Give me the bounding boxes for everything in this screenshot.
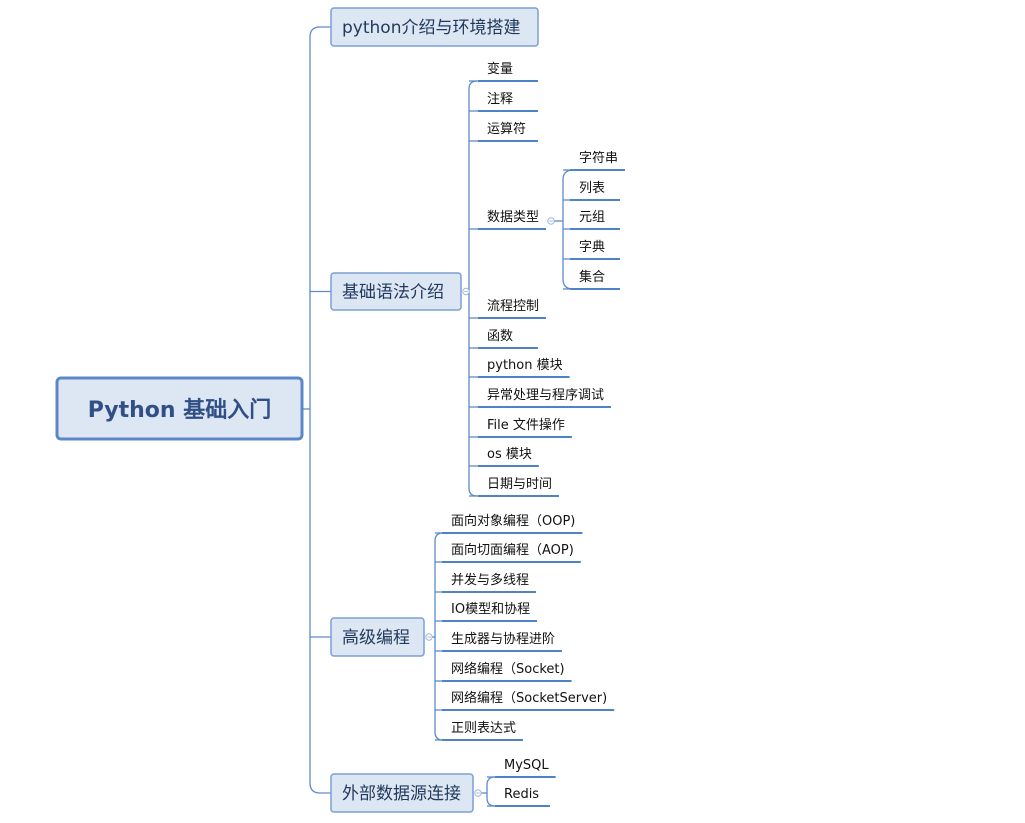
topic-3-0[interactable]: MySQL xyxy=(504,758,549,773)
subtopic-datatypes-0[interactable]: 字符串 xyxy=(579,150,618,166)
topic-1-2[interactable]: 运算符 xyxy=(487,121,526,137)
topic-2-6[interactable]: 网络编程（SocketServer) xyxy=(451,690,607,706)
root-title: Python 基础入门 xyxy=(88,397,272,423)
topic-2-3[interactable]: IO模型和协程 xyxy=(451,602,530,617)
connector-lines xyxy=(302,26,574,807)
branch-node-3[interactable] xyxy=(330,773,474,813)
branch-node-1[interactable] xyxy=(330,272,462,311)
topic-3-1[interactable]: Redis xyxy=(504,787,539,802)
topic-1-0[interactable]: 变量 xyxy=(487,61,513,77)
branch-trunk-3 xyxy=(486,776,496,807)
subtopic-datatypes-4[interactable]: 集合 xyxy=(579,269,605,285)
topic-2-1[interactable]: 面向切面编程（AOP) xyxy=(451,542,574,558)
branch-label-1: 基础语法介绍 xyxy=(342,283,444,303)
topic-1-4[interactable]: 流程控制 xyxy=(487,299,539,314)
root-node[interactable] xyxy=(55,376,304,441)
topic-1-6[interactable]: python 模块 xyxy=(487,358,563,373)
topic-2-7[interactable]: 正则表达式 xyxy=(451,721,516,736)
topic-1-10[interactable]: 日期与时间 xyxy=(487,477,552,492)
mind-map-nodes: Python 基础入门 python介绍与环境搭建基础语法介绍高级编程外部数据源连… xyxy=(55,7,626,813)
topic-1-8[interactable]: File 文件操作 xyxy=(487,417,565,433)
topic-1-7[interactable]: 异常处理与程序调试 xyxy=(487,388,604,403)
subtopic-datatypes-2[interactable]: 元组 xyxy=(579,210,605,225)
subtopic-datatypes-1[interactable]: 列表 xyxy=(579,181,605,196)
topic-2-0[interactable]: 面向对象编程（OOP) xyxy=(451,513,575,529)
topic-2-4[interactable]: 生成器与协程进阶 xyxy=(451,632,555,647)
topic-1-1[interactable]: 注释 xyxy=(487,92,513,107)
branch-label-2: 高级编程 xyxy=(342,628,410,648)
topic-2-5[interactable]: 网络编程（Socket) xyxy=(451,661,565,677)
topic-1-9[interactable]: os 模块 xyxy=(487,447,532,462)
branch-node-0[interactable] xyxy=(330,7,539,47)
topic-1-3[interactable]: 数据类型 xyxy=(487,210,539,225)
branch-trunk-1 xyxy=(468,80,478,497)
branch-label-0: python介绍与环境搭建 xyxy=(342,18,520,38)
topic-2-2[interactable]: 并发与多线程 xyxy=(451,572,529,588)
subtopic-datatypes-3[interactable]: 字典 xyxy=(579,240,605,255)
branch-label-3: 外部数据源连接 xyxy=(342,784,461,804)
branch-node-2[interactable] xyxy=(330,617,425,657)
branch-trunk-2 xyxy=(434,532,444,741)
main-spine xyxy=(309,26,331,794)
topic-1-5[interactable]: 函数 xyxy=(487,329,513,344)
